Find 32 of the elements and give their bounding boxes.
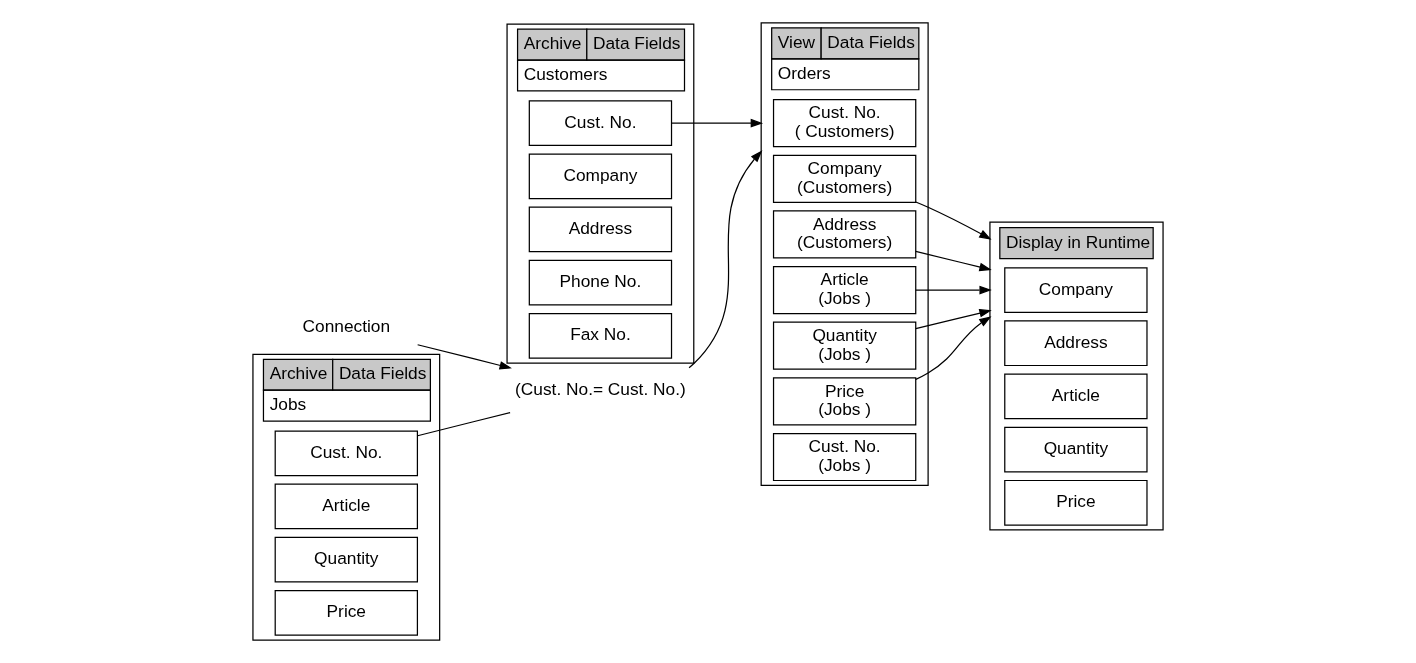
- node-box: Company: [528, 153, 673, 200]
- node-text: Connection: [302, 315, 391, 336]
- node-box: Cust. No. (Jobs ): [772, 432, 917, 482]
- node-box: Cust. No.: [528, 100, 673, 146]
- node-box: Address: [528, 206, 673, 253]
- node-box: Article (Jobs ): [772, 265, 917, 315]
- node-box: Cust. No.: [274, 430, 419, 477]
- node-box: Address: [1004, 320, 1148, 367]
- node-box: Price: [1004, 479, 1148, 526]
- node-box: Cust. No. ( Customers): [772, 99, 917, 148]
- node-box: Company: [1004, 267, 1148, 313]
- node-box: Article: [1004, 373, 1148, 420]
- arrow: [915, 285, 992, 295]
- node-box: Address (Customers): [772, 210, 917, 259]
- node-box: Article: [274, 483, 419, 530]
- arrow: [915, 316, 992, 380]
- node-box: Quantity: [1004, 426, 1148, 473]
- arrow: [670, 118, 764, 128]
- arrow: [915, 308, 992, 330]
- node-box: Quantity (Jobs ): [772, 321, 917, 370]
- arrow: [417, 344, 512, 370]
- node-box: Quantity: [274, 536, 419, 583]
- arrow: [688, 150, 763, 369]
- node-box: Price (Jobs ): [772, 377, 917, 426]
- node-box: Company (Customers): [772, 154, 917, 203]
- node-box: Phone No.: [528, 259, 673, 306]
- node-box: Fax No.: [528, 312, 673, 359]
- arrow: [915, 250, 992, 272]
- arrow: [915, 201, 992, 240]
- node-box: Price: [274, 589, 419, 636]
- node-text: (Cust. No.= Cust. No.): [515, 378, 686, 399]
- connector: [417, 411, 511, 437]
